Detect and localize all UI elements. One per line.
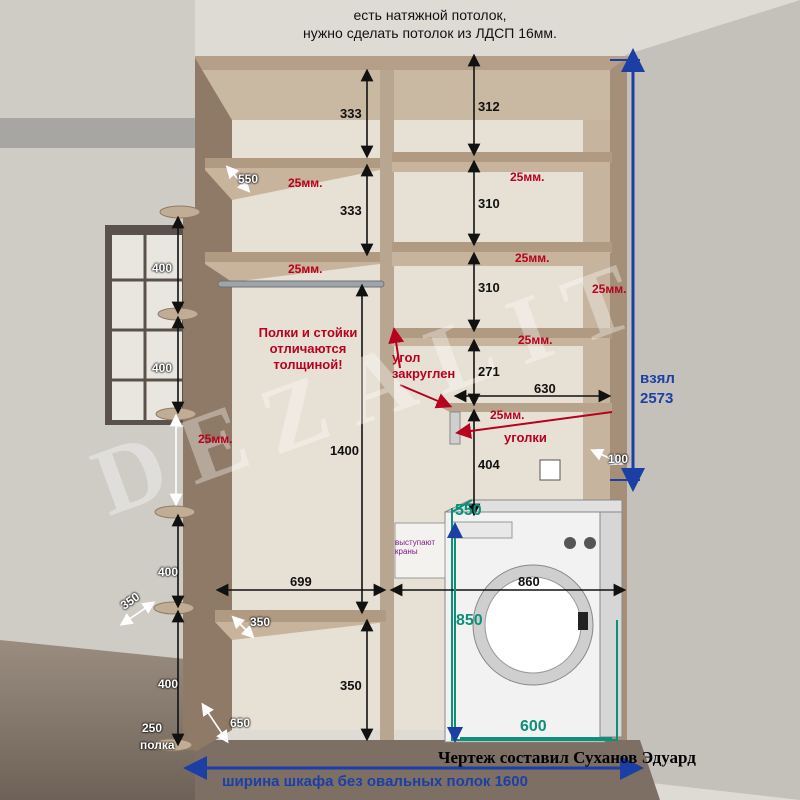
dim-oval-gap-3: 400 [158,565,179,579]
thickness-right-side: 25мм. [592,282,627,296]
oval-shelf-5 [153,601,195,615]
washer-height: 850 [456,612,483,629]
dim-left-bottom-shelf-depth: 350 [250,615,271,629]
note-taps: выступают краны [395,538,435,556]
hanging-rod [217,280,385,288]
dim-left-rod-drop: 1400 [330,443,359,458]
oval-shelf-1 [159,205,201,219]
note-thickness-line-1: Полки и стойки [258,325,358,340]
thickness-left-shelf-2: 25мм. [288,262,323,276]
oval-shelf-2 [157,307,199,321]
dim-left-top-gap: 333 [340,106,362,121]
bracket [449,411,461,445]
thickness-right-shelf-3: 25мм. [518,333,553,347]
thickness-right-shelf-2: 25мм. [515,251,550,265]
dim-right-niche-depth: 100 [608,452,629,466]
header-line-1: есть натяжной потолок, [353,7,507,23]
dim-oval-gap-4: 400 [158,677,179,691]
note-thickness-line-2: отличаются [269,341,347,356]
note-taps-line-2: краны [395,547,418,556]
note-corner: угол закруглен [392,350,455,382]
note-brackets: уголки [504,430,547,445]
note-thickness-line-3: толщиной! [273,357,343,372]
overall-height-value: 2573 [640,390,674,407]
dim-oval-gap-1: 400 [152,261,173,275]
thickness-right-shelf-1: 25мм. [510,170,545,184]
floor [0,640,195,800]
open-shelf [442,403,612,412]
dim-right-top-gap: 312 [478,99,500,114]
dim-right-gap-2: 310 [478,196,500,211]
dim-left-bottom-gap: 350 [340,678,362,693]
note-corner-line-1: угол [392,350,421,365]
thickness-open-shelf: 25мм. [490,408,525,422]
note-corner-line-2: закруглен [392,366,456,381]
dim-right-gap-3: 310 [478,280,500,295]
dim-right-above-washer: 404 [478,457,500,472]
left-side-panel [195,58,232,752]
dim-right-width: 860 [518,574,540,589]
dim-right-gap-4: 271 [478,364,500,379]
header-line-2: нужно сделать потолок из ЛДСП 16мм. [303,25,557,41]
oval-column [183,210,195,750]
note-thickness: Полки и стойки отличаются толщиной! [238,325,378,373]
right-shelf-1 [392,152,612,162]
dim-oval-bottom-shelf: 250 [142,721,163,735]
washer-depth: 550 [455,502,482,519]
dim-oval-gap-2: 400 [152,361,173,375]
thickness-left-side: 25мм. [198,432,233,446]
washer-width: 600 [520,718,547,735]
author-signature: Чертеж составил Суханов Эдуард [438,748,696,767]
right-shelf-2 [392,242,612,252]
note-taps-line-1: выступают [395,538,436,547]
dim-left-width: 699 [290,574,312,589]
socket [539,459,561,481]
left-wall [0,0,195,800]
dim-left-floor-depth: 650 [230,716,251,730]
dim-left-shelf-depth: 550 [238,172,259,186]
cabinet-top [195,58,630,120]
taps-box [394,522,446,579]
dim-oval-bottom-label: полка [140,738,175,752]
left-wall-trim [0,118,195,148]
overall-height-label: взял [640,370,675,387]
dim-left-mid-gap: 333 [340,203,362,218]
header-note: есть натяжной потолок, нужно сделать пот… [230,6,630,42]
middle-stand [380,70,394,740]
thickness-left-shelf-1: 25мм. [288,176,323,190]
right-wall [625,0,800,800]
dim-right-open-shelf: 630 [534,381,556,396]
right-shelf-3 [392,328,612,338]
overall-width-label: ширина шкафа без овальных полок 1600 [222,773,528,790]
